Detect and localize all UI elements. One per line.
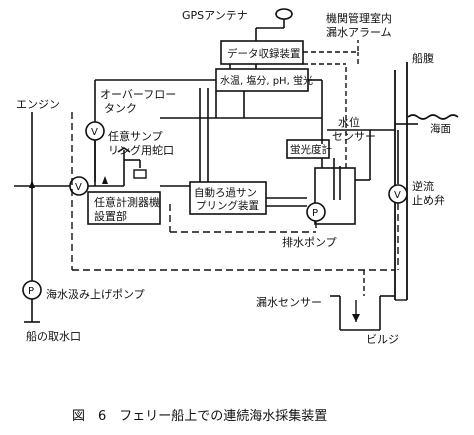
fluorometer-box <box>286 139 330 159</box>
check-valve-label-1: 逆流 <box>412 179 434 193</box>
valve-upper-letter: V <box>91 127 98 138</box>
intake-label: 船の取水口 <box>26 329 81 343</box>
overflow-label-1: オーバーフロー <box>100 88 176 101</box>
leak-sensor-label: 漏水センサー <box>256 296 322 309</box>
intake-pump-letter: P <box>28 286 34 297</box>
faucet-icon <box>117 147 147 186</box>
gps-label: GPSアンテナ <box>182 9 248 22</box>
level-label-1: 水位 <box>338 115 360 129</box>
instrument-label-2: 設置部 <box>94 209 127 223</box>
instrument-label-1: 任意計測器機 <box>94 195 160 209</box>
alarm-label-2: 漏水アラーム <box>326 26 392 39</box>
alarm-label-1: 機関管理室内 <box>326 11 392 25</box>
check-valve-label-2: 止め弁 <box>412 193 445 207</box>
sea-label: 海面 <box>430 122 451 135</box>
auto-sampler-label-1: 自動ろ過サン <box>194 186 257 199</box>
drain-pump-label: 排水ポンプ <box>282 235 337 249</box>
engine-label: エンジン <box>16 98 60 111</box>
side-label: 船腹 <box>412 51 434 65</box>
gps-antenna-icon <box>255 8 293 41</box>
auto-sampler-label-2: プリング装置 <box>196 199 259 212</box>
figure-caption: 図 6 フェリー船上での連続海水採集装置 <box>72 408 327 424</box>
valve-main-letter: V <box>75 182 82 193</box>
bilge-well <box>330 270 395 331</box>
instrument-box <box>87 191 161 225</box>
drain-pump-letter: P <box>312 208 318 219</box>
check-valve-letter: V <box>394 190 401 201</box>
intake-pump-label: 海水汲み上げポンプ <box>46 287 145 301</box>
drain-chamber <box>314 167 356 225</box>
fluorometer-label: 蛍光度計 <box>290 143 332 156</box>
data-device-label: データ収録装置 <box>227 47 301 60</box>
tap-label-2: リング用蛇口 <box>108 143 174 157</box>
bilge-label: ビルジ <box>366 333 399 346</box>
level-label-2: センサー <box>332 130 376 143</box>
sensors-label: 水温, 塩分, pH, 蛍光 <box>220 74 313 87</box>
overflow-label-2: タンク <box>104 102 137 115</box>
hull <box>394 62 408 301</box>
tap-label-1: 任意サンプ <box>108 129 163 143</box>
sea-surface-icon <box>407 114 459 120</box>
